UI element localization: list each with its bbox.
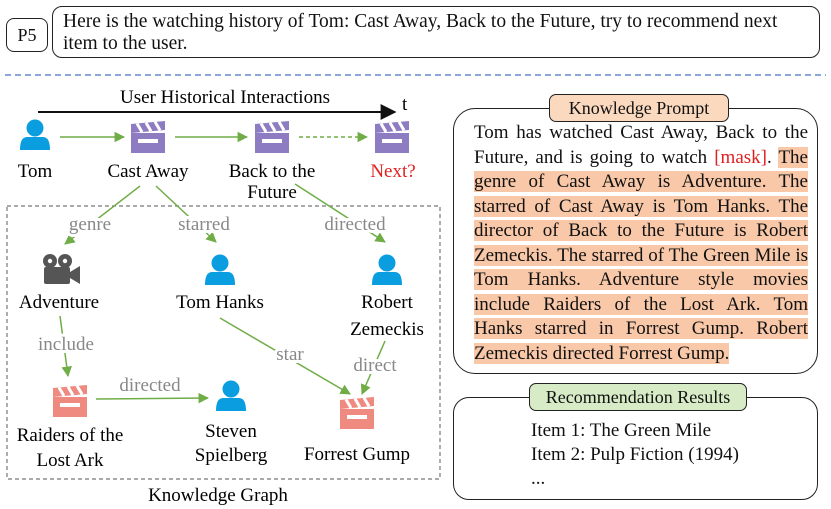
- edge-include: [59, 315, 72, 378]
- edge-label-directed-bottom: directed: [119, 375, 181, 396]
- label-line: Lost Ark: [36, 450, 104, 471]
- next-clapperboard-icon: [373, 119, 411, 155]
- knowledge-prompt-text: Tom has watched Cast Away, Back to the F…: [474, 121, 808, 366]
- edge-directed-bottom: [95, 392, 210, 404]
- edge-starred: [155, 185, 217, 243]
- timeline-node-cast-away: Cast Away: [107, 161, 189, 182]
- edge-label-direct: direct: [353, 355, 397, 376]
- edge-label-star: star: [276, 344, 304, 365]
- label-line: Future: [247, 182, 297, 203]
- recommendation-item: ...: [531, 468, 546, 489]
- label-line: Robert: [361, 292, 413, 313]
- knowledge-facts: The genre of Cast Away is Adventure. The…: [474, 146, 808, 364]
- node-tom-hanks: Tom Hanks: [176, 292, 264, 313]
- label-line: Zemeckis: [350, 319, 424, 340]
- label-line: Back to the: [229, 161, 316, 182]
- label-line: Steven: [205, 421, 257, 442]
- knowledge-prompt-intro: Tom has watched Cast Away, Back to the F…: [474, 122, 808, 168]
- edge-star: [219, 317, 351, 395]
- recommendation-title: Recommendation Results: [529, 383, 747, 411]
- edge-directed-top: [294, 183, 386, 243]
- back-to-the-future-clapperboard-icon: [253, 119, 291, 155]
- edge-genre: [64, 185, 141, 245]
- prompt-box: Here is the watching history of Tom: Cas…: [52, 6, 820, 58]
- knowledge-prompt-intro-end: .: [766, 146, 772, 168]
- tom-hanks-user-icon: [205, 254, 235, 285]
- knowledge-graph-caption: Knowledge Graph: [148, 485, 288, 506]
- mask-token: [mask]: [714, 146, 767, 168]
- time-axis-label: t: [402, 94, 408, 115]
- node-adventure: Adventure: [19, 292, 99, 313]
- tom-user-icon: [20, 119, 50, 150]
- cast-away-clapperboard-icon: [129, 119, 167, 155]
- edge-direct: [360, 340, 386, 395]
- edge-label-include: include: [38, 334, 94, 355]
- timeline-title: User Historical Interactions: [120, 87, 330, 108]
- knowledge-graph-box: [6, 205, 441, 480]
- edge-label-directed-top: directed: [324, 214, 386, 235]
- timeline-node-next: Next?: [370, 161, 415, 182]
- prompt-tag: P5: [6, 18, 48, 52]
- label-line: Spielberg: [195, 445, 268, 466]
- node-forrest-gump: Forrest Gump: [304, 444, 410, 465]
- recommendation-item: Item 2: Pulp Fiction (1994): [531, 444, 739, 465]
- raiders-clapperboard-icon: [51, 383, 89, 419]
- robert-zemeckis-user-icon: [372, 254, 402, 285]
- knowledge-prompt-title: Knowledge Prompt: [549, 94, 729, 122]
- label-line: Raiders of the: [17, 425, 124, 446]
- steven-spielberg-user-icon: [216, 380, 246, 411]
- edge-label-genre: genre: [69, 214, 111, 235]
- timeline-node-tom: Tom: [18, 161, 53, 182]
- recommendation-item: Item 1: The Green Mile: [531, 420, 712, 441]
- recommendation-list: Item 1: The Green Mile Item 2: Pulp Fict…: [531, 419, 739, 491]
- prompt-text: Here is the watching history of Tom: Cas…: [63, 11, 778, 54]
- edge-label-starred: starred: [178, 214, 230, 235]
- adventure-video-camera-icon: [43, 254, 80, 284]
- forrest-gump-clapperboard-icon: [338, 395, 376, 431]
